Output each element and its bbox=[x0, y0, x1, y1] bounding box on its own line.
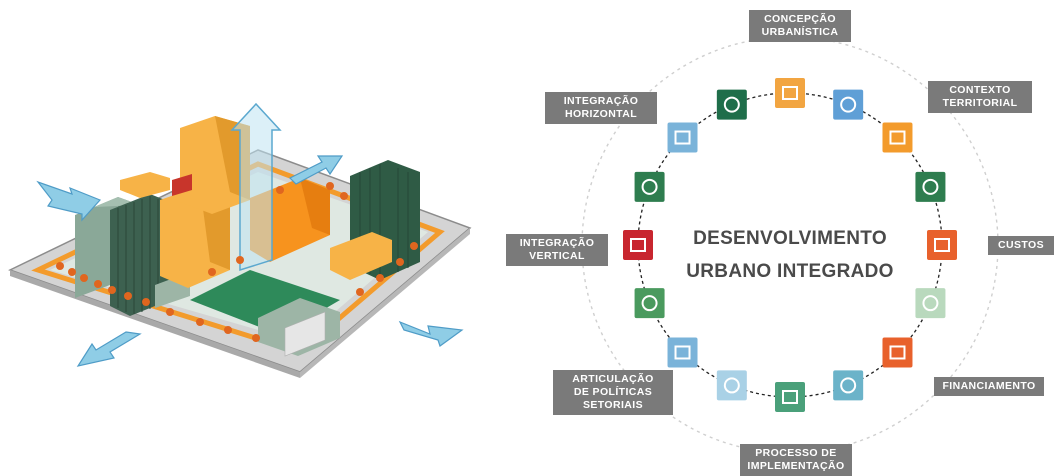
label-concepcao: CONCEPÇÃO URBANÍSTICA bbox=[749, 10, 851, 42]
rain-cloud-icon bbox=[833, 370, 864, 401]
building bbox=[75, 197, 118, 298]
label-line: IMPLEMENTAÇÃO bbox=[747, 460, 845, 472]
label-custos: CUSTOS bbox=[988, 236, 1054, 255]
house-icon bbox=[775, 78, 805, 108]
handshake-icon bbox=[716, 370, 747, 401]
label-line: FINANCIAMENTO bbox=[942, 380, 1036, 392]
storefront-icon bbox=[833, 89, 864, 120]
globe-icon bbox=[882, 337, 913, 368]
transport-icon bbox=[882, 122, 913, 153]
icon-ring bbox=[623, 78, 957, 412]
building-icon bbox=[915, 171, 946, 202]
label-processo: PROCESSO DE IMPLEMENTAÇÃO bbox=[740, 444, 852, 476]
label-line: CUSTOS bbox=[998, 239, 1044, 251]
label-line: VERTICAL bbox=[529, 250, 585, 262]
label-line: URBANÍSTICA bbox=[761, 26, 839, 38]
bridge-icon bbox=[667, 337, 698, 368]
up-arrow bbox=[230, 102, 282, 272]
label-line: DE POLÍTICAS bbox=[573, 386, 653, 398]
tree-layers-icon bbox=[634, 171, 665, 202]
museum-icon bbox=[667, 122, 698, 153]
label-line: HORIZONTAL bbox=[564, 108, 638, 120]
ground-edge bbox=[10, 270, 300, 378]
isometric-city-block bbox=[8, 102, 472, 378]
label-line: ARTICULAÇÃO bbox=[572, 373, 654, 385]
building bbox=[75, 197, 140, 215]
label-contexto: CONTEXTO TERRITORIAL bbox=[928, 81, 1032, 113]
briefcase-icon bbox=[927, 230, 957, 260]
label-line: SETORIAIS bbox=[582, 399, 643, 411]
center-title-line1: DESENVOLVIMENTO bbox=[693, 228, 887, 249]
ground-edge-right bbox=[300, 228, 470, 378]
label-line: TERRITORIAL bbox=[942, 97, 1018, 109]
expansion-arrows bbox=[36, 155, 464, 367]
theater-masks-icon bbox=[623, 230, 653, 260]
trees-icon bbox=[634, 288, 665, 319]
label-financiamento: FINANCIAMENTO bbox=[934, 377, 1044, 396]
trees bbox=[56, 182, 418, 342]
target-icon bbox=[716, 89, 747, 120]
red-roof bbox=[172, 174, 192, 196]
dots-grid-icon bbox=[915, 288, 946, 319]
label-line: CONTEXTO bbox=[949, 84, 1011, 96]
label-articulacao: ARTICULAÇÃO DE POLÍTICAS SETORIAIS bbox=[553, 370, 673, 415]
center-title-line2: URBANO INTEGRADO bbox=[686, 261, 894, 282]
label-line: CONCEPÇÃO bbox=[764, 13, 836, 25]
label-line: INTEGRAÇÃO bbox=[519, 237, 595, 249]
label-vertical: INTEGRAÇÃO VERTICAL bbox=[506, 234, 608, 266]
glass-building bbox=[284, 311, 326, 357]
low-building bbox=[330, 232, 392, 280]
apartment-icon bbox=[775, 382, 805, 412]
label-line: PROCESSO DE bbox=[755, 447, 837, 459]
small-orange bbox=[120, 172, 170, 198]
orange-block bbox=[300, 178, 330, 235]
label-line: INTEGRAÇÃO bbox=[563, 95, 639, 107]
label-horizontal: INTEGRAÇÃO HORIZONTAL bbox=[545, 92, 657, 124]
